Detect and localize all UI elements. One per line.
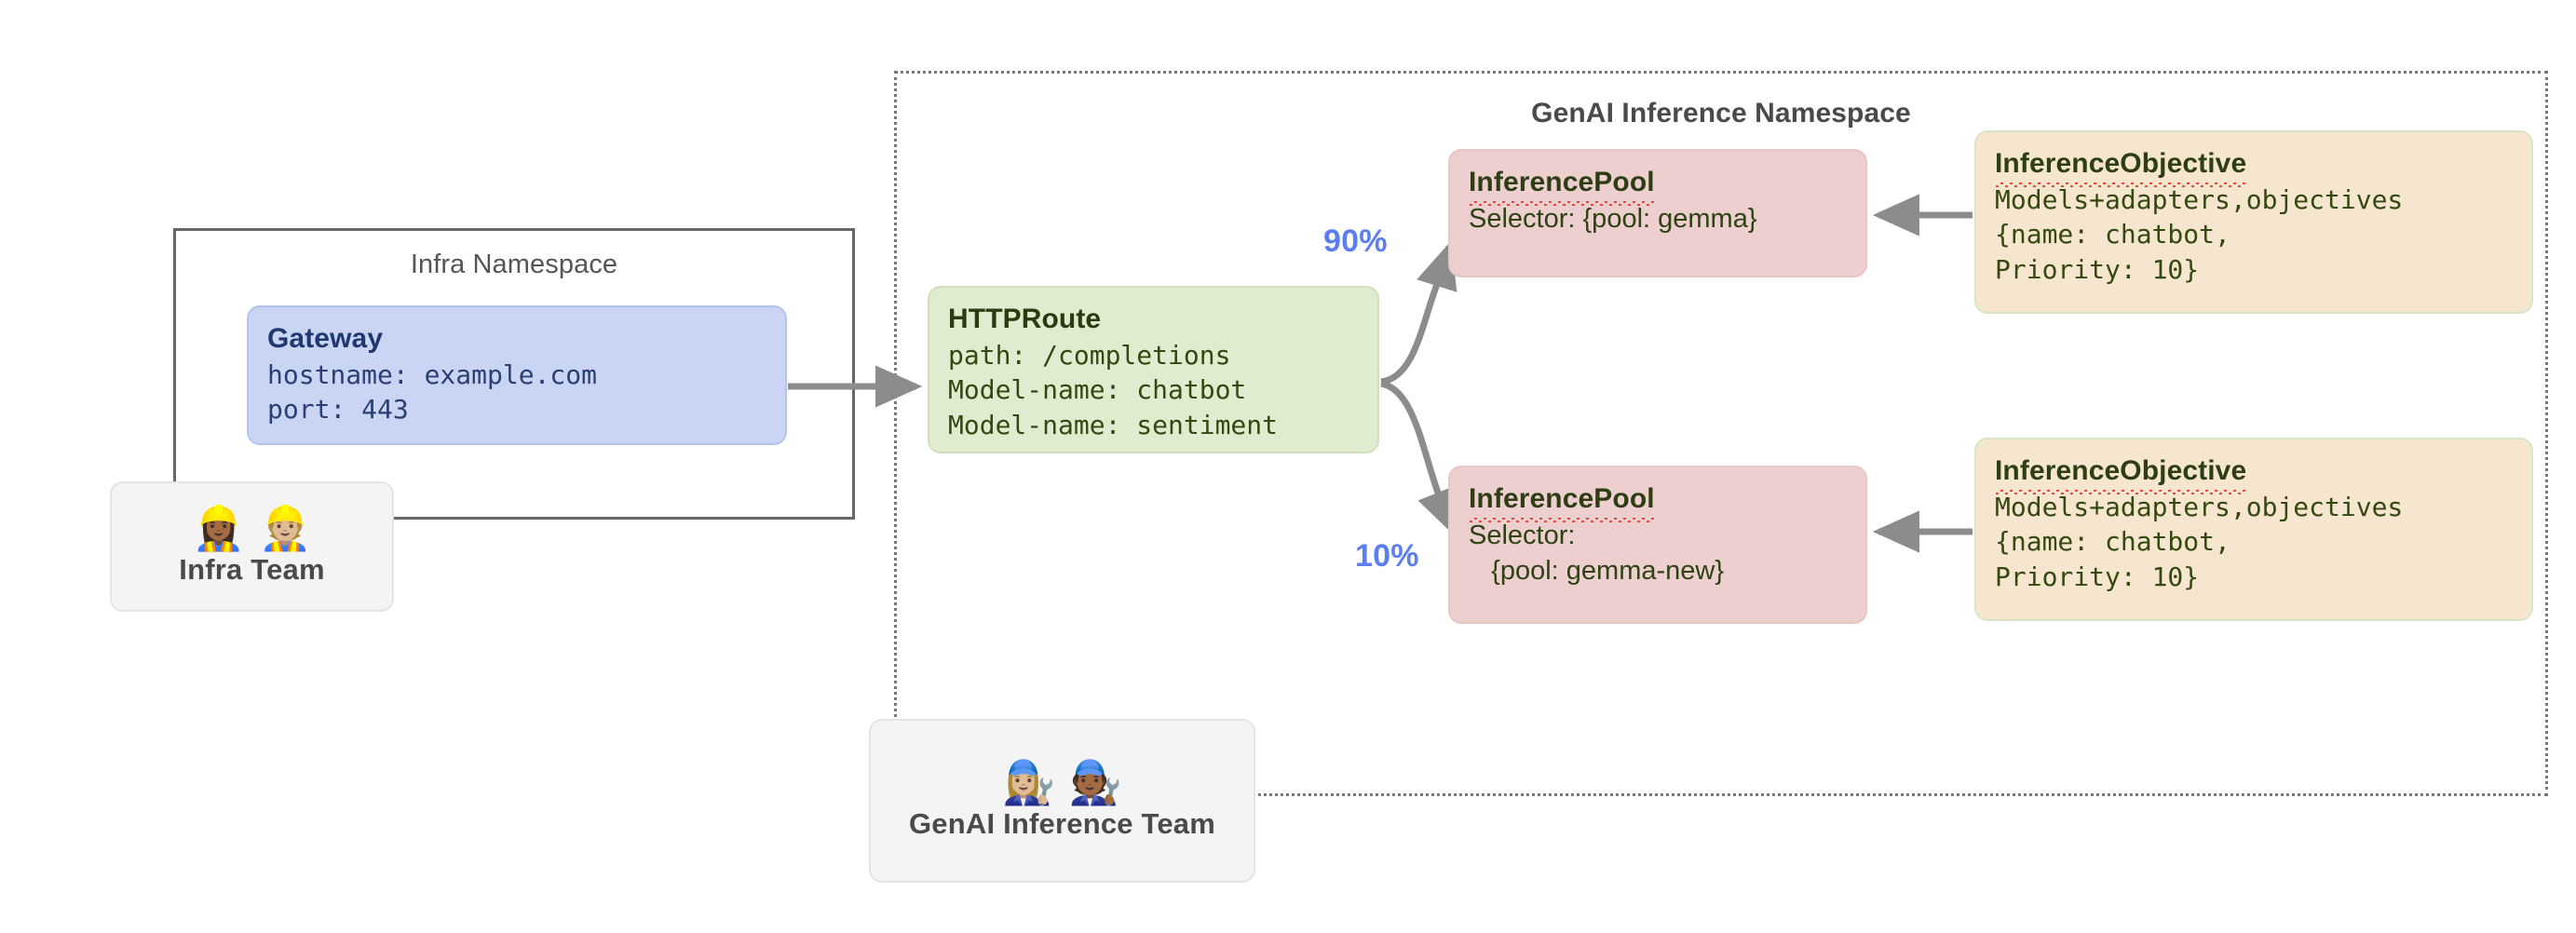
inferencepool-gemma-node[interactable]: InferencePool Selector: {pool: gemma}	[1448, 149, 1867, 277]
httproute-model-name-chatbot: Model-name: chatbot	[948, 374, 1247, 406]
genai-inference-team-label: GenAI Inference Team	[908, 807, 1216, 840]
inferencepool-gemma-new-selector-value: {pool: gemma-new}	[1469, 556, 1725, 587]
inferenceobjective-top-title: InferenceObjective	[1995, 145, 2513, 187]
httproute-model-name-sentiment: Model-name: sentiment	[948, 409, 1279, 440]
inferencepool-gemma-new-title: InferencePool	[1469, 480, 1847, 522]
inferenceobjective-bottom-models: Models+adapters,objectives	[1995, 491, 2404, 522]
httproute-path: path: /completions	[948, 339, 1231, 371]
inferencepool-gemma-title-text: InferencePool	[1469, 164, 1655, 206]
inferencepool-gemma-new-selector-label: Selector:	[1469, 520, 1576, 550]
infra-namespace-container	[173, 228, 855, 520]
inferencepool-gemma-title: InferencePool	[1469, 164, 1847, 206]
gateway-hostname: hostname: example.com	[267, 358, 598, 390]
infra-namespace-label: Infra Namespace	[410, 250, 618, 279]
infra-team-label: Infra Team	[179, 553, 325, 586]
gateway-port: port: 443	[267, 394, 409, 426]
inferenceobjective-bottom-title: InferenceObjective	[1995, 453, 2513, 494]
infra-team-card[interactable]: 👷🏾‍♀️👷🏼 Infra Team	[110, 481, 394, 612]
gateway-node[interactable]: Gateway hostname: example.com port: 443	[247, 305, 787, 445]
inferenceobjective-top-priority: Priority: 10}	[1995, 253, 2200, 285]
httproute-node[interactable]: HTTPRoute path: /completions Model-name:…	[928, 286, 1379, 453]
split-weight-90-label: 90%	[1323, 223, 1388, 259]
inferencepool-gemma-new-title-text: InferencePool	[1469, 480, 1655, 522]
inferencepool-gemma-new-node[interactable]: InferencePool Selector: {pool: gemma-new…	[1448, 466, 1867, 624]
infra-team-people-icon: 👷🏾‍♀️👷🏼	[192, 504, 325, 552]
inferenceobjective-bottom-name: {name: chatbot,	[1995, 526, 2230, 558]
inferencepool-gemma-selector: Selector: {pool: gemma}	[1469, 203, 1757, 234]
inferenceobjective-bottom-priority: Priority: 10}	[1995, 561, 2200, 592]
genai-inference-team-card[interactable]: 👩🏼‍🔧🧑🏾‍🔧 GenAI Inference Team	[869, 719, 1255, 883]
inferenceobjective-top-title-text: InferenceObjective	[1995, 145, 2247, 187]
genai-inference-namespace-container	[894, 71, 2548, 796]
split-weight-10-label: 10%	[1355, 538, 1419, 574]
gateway-title: Gateway	[267, 323, 384, 354]
inferenceobjective-bottom-title-text: InferenceObjective	[1995, 453, 2247, 494]
inferenceobjective-top-name: {name: chatbot,	[1995, 219, 2230, 250]
httproute-title: HTTPRoute	[948, 304, 1102, 334]
inferenceobjective-top-node[interactable]: InferenceObjective Models+adapters,objec…	[1974, 130, 2533, 314]
inferenceobjective-bottom-node[interactable]: InferenceObjective Models+adapters,objec…	[1974, 438, 2533, 621]
inferenceobjective-top-models: Models+adapters,objectives	[1995, 183, 2404, 215]
genai-inference-namespace-label: GenAI Inference Namespace	[1531, 98, 1911, 128]
genai-inference-team-people-icon: 👩🏼‍🔧🧑🏾‍🔧	[1002, 758, 1135, 806]
